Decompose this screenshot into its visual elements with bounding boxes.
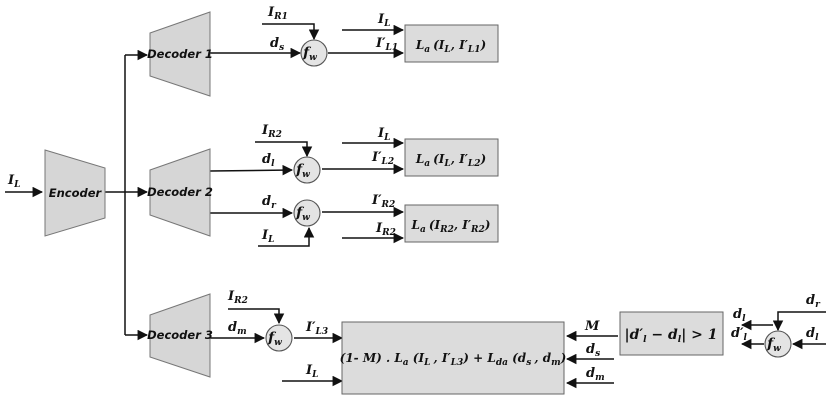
d1-ref-arrow (262, 23, 320, 41)
fw-circle (293, 199, 321, 227)
fw-label: fw (295, 162, 310, 180)
right-dr-arrow (772, 311, 826, 332)
condition-box: |d′l − dl| > 1 (619, 311, 724, 356)
fw-node-1: fw (300, 39, 328, 67)
loss2-text: La(IL, I′L2) (415, 152, 486, 169)
d3-ref-label: IR2 (227, 289, 248, 306)
right-dl-label: dl (806, 326, 819, 343)
d2a-ref-label: IR2 (261, 123, 282, 140)
fw-label: fw (295, 205, 310, 223)
decoder2-block: Decoder 2 (147, 148, 213, 237)
decoder3-shape (149, 293, 211, 378)
loss3-box: La(IR2, I′R2) (404, 204, 499, 243)
right-dr-label: dr (806, 293, 821, 310)
d2a-side-label: dl (262, 152, 275, 169)
signal-labels: IL IR1 ds IL I′L1 IR2 dl IL I′L2 dr IL I… (7, 5, 821, 383)
d2a-to-fw-arrow (209, 164, 294, 176)
fw-circle (293, 156, 321, 184)
d2a-out-label: I′L2 (371, 150, 394, 167)
decoder1-shape (149, 11, 211, 97)
decoder2-label: Decoder 2 (147, 185, 213, 199)
fw-node-3: fw (293, 199, 321, 227)
cond-dlp-label: d′l (731, 326, 748, 343)
fw-circle (764, 330, 792, 358)
d2b-side-label: dr (262, 194, 277, 211)
d1-ref-label: IR1 (267, 5, 288, 22)
decoder3-block: Decoder 3 (147, 293, 213, 378)
d3-ref-arrow (228, 308, 285, 325)
wires (5, 23, 826, 389)
decoder1-label: Decoder 1 (147, 47, 213, 61)
d2a-ref-arrow (255, 141, 313, 158)
loss2-rect (404, 138, 499, 177)
encoder-label: Encoder (49, 186, 103, 200)
fw-node-4: fw (265, 324, 293, 352)
loss1-box: La(IL, I′L1) (404, 24, 499, 63)
input-label: IL (7, 173, 20, 190)
loss3-text: La(IR2, I′R2) (411, 218, 491, 235)
d3-side-label: dm (228, 320, 247, 337)
d2a-target-label: IL (377, 126, 390, 143)
loss3-rect (404, 204, 499, 243)
encoder-shape (44, 149, 106, 237)
cond-dl-label: dl (733, 307, 746, 324)
fw-label: fw (766, 336, 781, 354)
fw-label: fw (302, 45, 317, 63)
combined-loss-rect (341, 321, 565, 395)
fw-node-5: fw (764, 330, 792, 358)
combined-loss-text: (1- M) . La (IL , I′L3) + Lda (ds , dm) (340, 351, 567, 368)
d2b-ref-arrow (258, 226, 315, 247)
d1-side-label: ds (270, 36, 284, 53)
fw-circle (300, 39, 328, 67)
dm-label: dm (586, 366, 605, 383)
d2b-bottom-label: IL (261, 228, 274, 245)
condition-rect (619, 311, 724, 356)
decoder2-shape (149, 148, 211, 237)
encoder-block: Encoder (44, 149, 106, 237)
loss1-rect (404, 24, 499, 63)
combined-loss-box: (1- M) . La (IL , I′L3) + Lda (ds , dm) (340, 321, 567, 395)
condition-text: |d′l − dl| > 1 (624, 327, 717, 345)
decoder1-block: Decoder 1 (147, 11, 213, 97)
d2b-out-label: I′R2 (371, 193, 395, 210)
d3-out-label: I′L3 (305, 320, 328, 337)
decoder3-label: Decoder 3 (147, 328, 213, 342)
loss2-box: La(IL, I′L2) (404, 138, 499, 177)
mask-label: M (584, 319, 600, 334)
d1-target-label: IL (377, 12, 390, 29)
loss1-text: La(IL, I′L1) (415, 38, 486, 55)
d2b-target-label: IR2 (375, 221, 396, 238)
d3-target-label: IL (305, 363, 318, 380)
fw-node-2: fw (293, 156, 321, 184)
d1-out-label: I′L1 (375, 36, 398, 53)
fw-circle (265, 324, 293, 352)
fw-label: fw (267, 330, 282, 348)
ds-label: ds (586, 342, 600, 359)
